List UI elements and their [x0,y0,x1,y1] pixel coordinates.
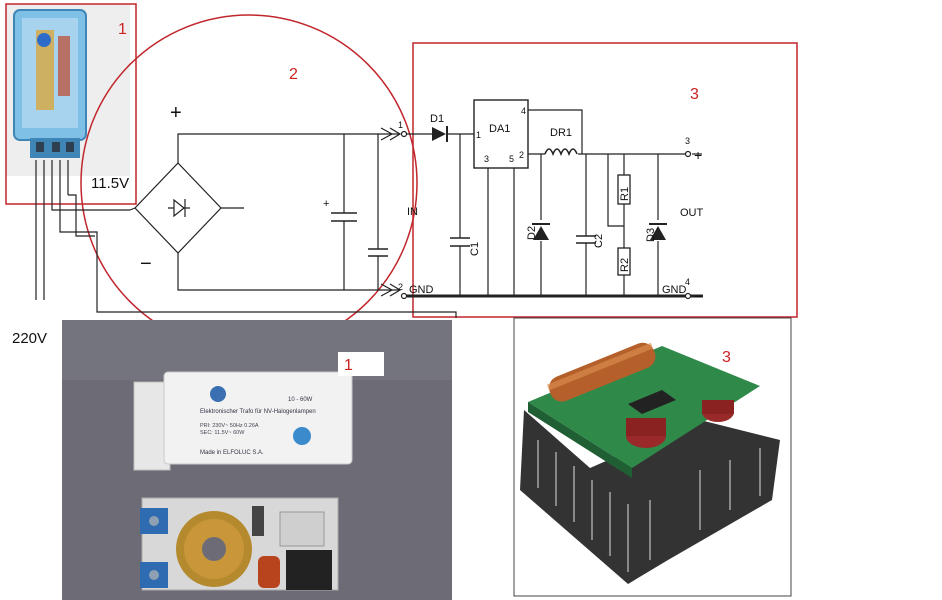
transformer-title-text: Elektronischer Trafo für NV-Halogenlampe… [200,409,316,415]
inductor-dr1-symbol [544,148,578,157]
d2-label: D2 [526,226,538,240]
photo-1-label-box [338,352,384,376]
diode-d2-symbol [532,223,550,240]
out-label: OUT [680,207,704,219]
da1-pin3-label: 3 [484,154,489,164]
transformer-photo-top [6,4,130,176]
da1-pin1-label: 1 [476,130,481,140]
transformer-maker-text: Made in ELFOLUC S.A. [200,450,264,456]
pin-1-label: 1 [398,120,403,130]
bridge-minus-sign: − [140,253,152,275]
bridge-plus-sign: + [170,102,182,124]
gnd-right-label: GND [662,284,687,296]
r1-label: R1 [619,187,631,201]
pin-3-label: 3 [685,136,690,146]
pin-4-label: 4 [685,277,690,287]
da1-pin5-label: 5 [509,154,514,164]
out-plus-sign: + [694,147,702,163]
out-minus-sign: − [694,288,702,304]
bridge-diode-symbol [168,198,190,218]
c2-label: C2 [593,234,605,248]
region-2-circle [80,14,418,352]
transformer-pri-text: PRI: 230V~ 50Hz 0.26A [200,423,259,429]
transformer-sec-text: SEC: 11.5V~ 60W [200,430,245,436]
da1-pin4-label: 4 [521,106,526,116]
resistor-r2-symbol [617,247,631,276]
region-1-frame [5,3,137,205]
region-3-frame [412,42,798,318]
region-3-number: 3 [690,86,699,103]
regulator-da1-box [473,99,529,169]
transformer-board-photo: Elektronischer Trafo für NV-Halogenlampe… [62,320,452,600]
cap-plus-sign: + [323,198,329,210]
photo-3-number: 3 [722,349,731,366]
r2-label: R2 [619,258,631,272]
c1-label: C1 [469,242,481,256]
gnd-left-label: GND [409,284,434,296]
schematic-wires [35,109,688,318]
photo-1-number: 1 [344,357,353,374]
regulator-module-photo [513,317,792,597]
region-1-number: 1 [118,21,127,38]
pin-2-label: 2 [398,282,403,292]
terminal-pins [400,130,692,300]
diode-d1-symbol [432,126,448,142]
in-label: IN [407,206,418,218]
diode-d3-symbol [649,223,667,240]
secondary-voltage-label: 11.5V [91,175,129,192]
d1-label: D1 [430,113,444,125]
mains-voltage-label: 220V [12,330,47,347]
resistor-r1-symbol [617,174,631,205]
capacitor-plates [331,212,596,257]
transformer-power-text: 10 - 60W [288,397,313,403]
d3-label: D3 [645,228,657,242]
dr1-label: DR1 [550,127,572,139]
da1-label: DA1 [489,123,510,135]
region-2-number: 2 [289,66,298,83]
da1-pin2-label: 2 [519,150,524,160]
